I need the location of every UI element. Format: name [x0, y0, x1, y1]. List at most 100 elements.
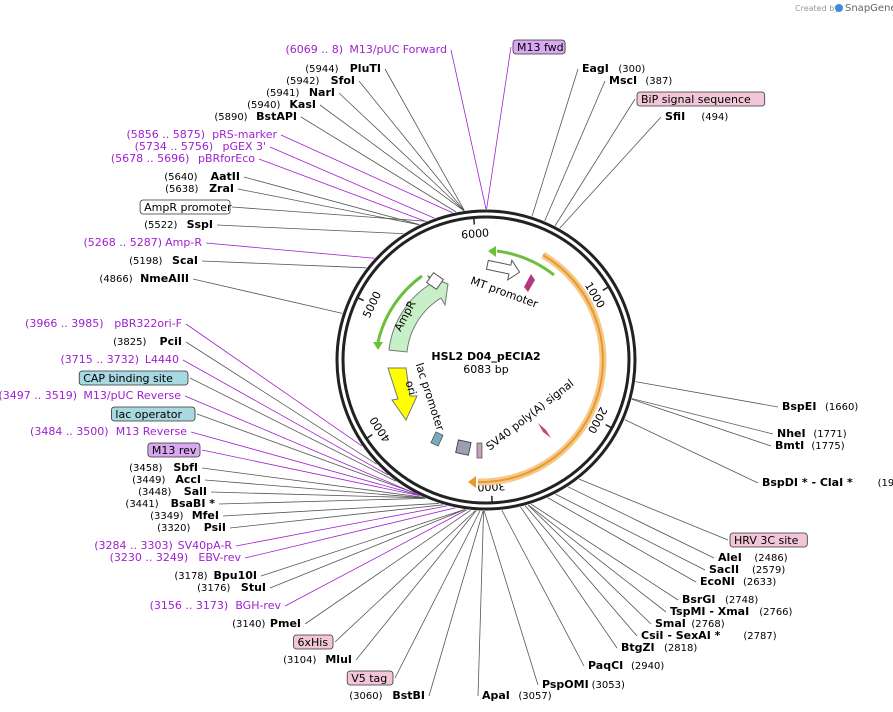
label-name: BstBI [392, 689, 425, 702]
label-box [729, 532, 808, 548]
label-position: (2748) [725, 595, 758, 606]
label-m13-rev: M13 rev [147, 442, 201, 458]
leader-line [567, 486, 715, 559]
label-lac-operator: lac operator [111, 406, 196, 422]
label-paqci: PaqCI(2940) [588, 659, 664, 672]
label-cap-binding-site: CAP binding site [78, 370, 189, 386]
label-name: ZraI [209, 182, 234, 195]
label-name: StuI [241, 581, 266, 594]
label-position: (3104) [283, 655, 316, 666]
label-name: BmtI [775, 439, 804, 452]
leader-line [284, 509, 467, 607]
label-stui: StuI(3176) [197, 581, 266, 594]
label-name: M13/pUC Reverse [83, 389, 181, 402]
label-name: PspOMI [542, 678, 589, 691]
label-position: (3060) [349, 691, 382, 702]
label-position: (5640) [164, 172, 197, 183]
label-position: (2633) [743, 577, 776, 588]
label-m13-puc-reverse: M13/pUC Reverse (3497 .. 3519) [0, 389, 181, 402]
leader-line [531, 68, 579, 217]
label-bsabi: BsaBI *(3441) [125, 497, 215, 510]
label-name: SV40pA-R [178, 539, 233, 552]
label-name: BsrGI [682, 593, 715, 606]
leader-line [555, 493, 706, 571]
label-sbfi: SbfI(3458) [129, 461, 198, 474]
label-scai: ScaI (5198) [129, 254, 198, 267]
label-name: ScaI [172, 254, 198, 267]
leader-line [520, 506, 618, 649]
ori-label: ori [403, 379, 419, 396]
label-name: PaqCI [588, 659, 623, 672]
label-pcii: PciI(3825) [113, 335, 182, 348]
backbone-outer-ring [335, 209, 637, 511]
label-pbrforeco: pBRforEco(5678 .. 5696) [111, 152, 255, 165]
label-position: (5198) [129, 256, 162, 267]
label-position: (3349) [150, 511, 183, 522]
leader-line [218, 497, 426, 505]
ampr-feature-arrow [388, 275, 449, 353]
label-name: L4440 [145, 353, 179, 366]
label-csii-sexai: CsiI - SexAI *(2787) [641, 629, 777, 642]
label-ebv-rev: EBV-rev(3230 .. 3249) [110, 551, 242, 564]
plasmid-size: 6083 bp [463, 363, 508, 376]
label-sali: SalI(3448) [138, 485, 207, 498]
label-position: (3715 .. 3732) [60, 353, 139, 366]
leader-line [304, 509, 471, 625]
leader-line [244, 507, 456, 559]
leader-line [338, 92, 465, 211]
label-name: 6xHis [298, 636, 329, 649]
label-name: PluTI [350, 62, 381, 75]
leader-line [201, 260, 367, 269]
label-position: (5522) [144, 220, 177, 231]
label-position: (5856 .. 5875) [126, 128, 205, 141]
leader-line [243, 176, 420, 225]
label-position: (3230 .. 3249) [110, 551, 189, 564]
label-bgh-rev: BGH-rev (3156 .. 3173) [150, 599, 282, 612]
label-position: (3057) [518, 691, 551, 702]
label-position: (1914) [878, 478, 893, 489]
label-name: SfiI [665, 110, 685, 123]
label-name: SspI [187, 218, 213, 231]
leader-line [231, 206, 427, 222]
green-arrowhead-top-icon [488, 246, 496, 257]
leader-line [204, 479, 425, 499]
label-position: (300) [618, 64, 645, 75]
label-position: (3156 .. 3173) [150, 599, 229, 612]
label-position: (3449) [132, 475, 165, 486]
label-name: CAP binding site [83, 372, 173, 385]
label-box [139, 199, 231, 215]
leader-line [201, 449, 421, 497]
orange-arrowhead-icon [468, 476, 476, 488]
label-name: EagI [582, 62, 609, 75]
leader-line [631, 398, 772, 447]
label-bmti: BmtI(1775) [775, 439, 845, 452]
label-hrv-3c-site: HRV 3C site [729, 532, 808, 548]
label-box [636, 91, 766, 107]
lac-operator-block [430, 431, 444, 447]
label-name: lac operator [115, 408, 182, 421]
leader-line [559, 116, 662, 229]
label-msci: MscI(387) [609, 74, 672, 87]
watermark-brand: SnapGene [845, 3, 893, 14]
label-nari: NarI(5941) [266, 86, 335, 99]
label-position: (5734 .. 5756) [135, 140, 214, 153]
leader-line [222, 503, 439, 517]
label-name: SfoI [331, 74, 355, 87]
label-pgex-3: pGEX 3'(5734 .. 5756) [135, 140, 266, 153]
leader-line [578, 478, 729, 541]
label-mlui: MluI(3104) [283, 653, 352, 666]
label-name: SmaI [655, 617, 686, 630]
leader-line [483, 510, 539, 686]
label-name: EcoNI [700, 575, 735, 588]
label-name: BGH-rev [235, 599, 281, 612]
leader-line [450, 49, 487, 210]
label-nmeaiii: NmeAIII(4866) [99, 272, 189, 285]
label-pluti: PluTI(5944) [305, 62, 381, 75]
label-aatii: AatII(5640) [164, 170, 240, 183]
mt-promoter-arrow [485, 259, 521, 281]
label-position: (3497 .. 3519) [0, 389, 77, 402]
label-position: (3966 .. 3985) [25, 317, 104, 330]
